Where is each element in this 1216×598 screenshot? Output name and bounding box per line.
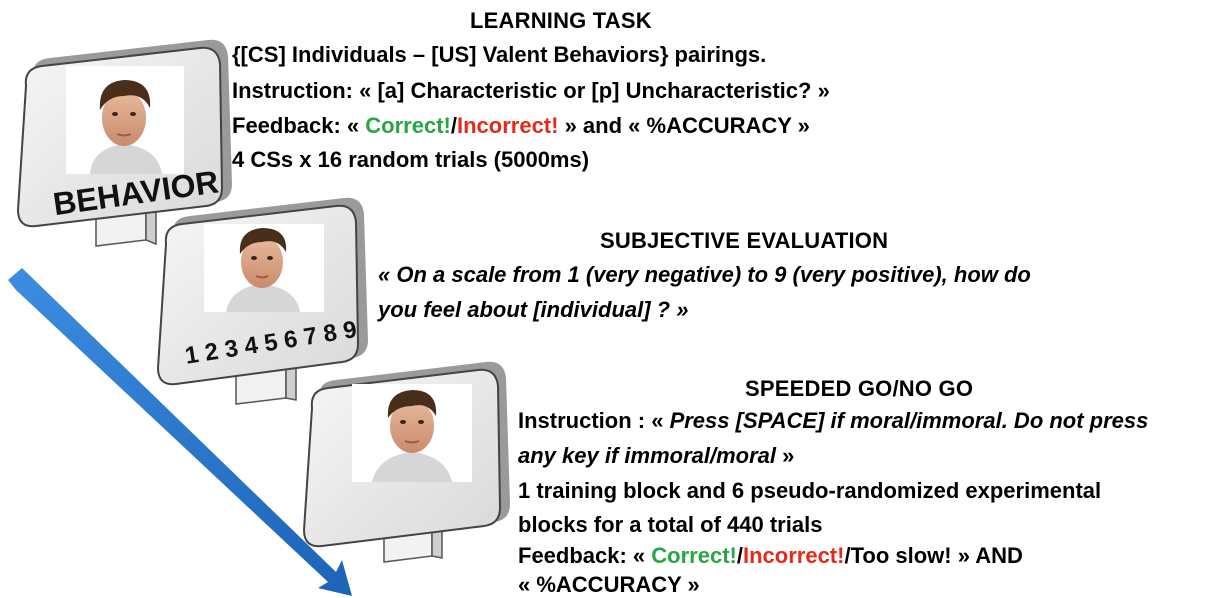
gonogo-feedback-slash1: / <box>736 543 743 568</box>
gonogo-feedback-incorrect: Incorrect! <box>742 543 845 568</box>
face-photo-2 <box>204 224 324 312</box>
gonogo-instruction-text2: any key if immoral/moral <box>518 443 776 468</box>
gonogo-instruction-text: Press [SPACE] if moral/immoral. Do not p… <box>669 408 1149 433</box>
gonogo-feedback-tooslow: Too slow! <box>850 543 952 568</box>
feedback-correct: Correct! <box>365 113 451 138</box>
gonogo-blocks-line2: blocks for a total of 440 trials <box>518 512 823 537</box>
learning-line-instruction: Instruction: « [a] Characteristic or [p]… <box>232 78 830 103</box>
gonogo-feedback-line: Feedback: « Correct!/Incorrect!/Too slow… <box>518 543 1023 569</box>
gonogo-accuracy-line: « %ACCURACY » <box>518 572 700 597</box>
feedback-incorrect: Incorrect! <box>456 113 559 138</box>
gonogo-instruction-line1: Instruction : « Press [SPACE] if moral/i… <box>518 408 1148 434</box>
subjective-question-line2: you feel about [individual] ? » <box>378 297 689 322</box>
face-photo-1 <box>66 66 184 174</box>
learning-line-feedback: Feedback: « Correct!/Incorrect! » and « … <box>232 113 810 139</box>
learning-line-pairings: {[CS] Individuals – [US] Valent Behavior… <box>232 42 767 67</box>
gonogo-instruction-close: » <box>776 443 795 468</box>
feedback-slash: / <box>450 113 457 138</box>
gonogo-instruction-prefix: Instruction : « <box>518 408 670 433</box>
gonogo-feedback-suffix: » AND <box>951 543 1023 568</box>
gonogo-blocks-line1: 1 training block and 6 pseudo-randomized… <box>518 478 1102 503</box>
learning-task-title: LEARNING TASK <box>470 8 652 33</box>
learning-line-trials: 4 CSs x 16 random trials (5000ms) <box>232 147 590 172</box>
feedback-suffix: » and « %ACCURACY » <box>558 113 810 138</box>
gonogo-feedback-prefix: Feedback: « <box>518 543 652 568</box>
gonogo-title: SPEEDED GO/NO GO <box>745 376 974 401</box>
gonogo-instruction-line2: any key if immoral/moral » <box>518 443 794 469</box>
gonogo-feedback-slash2: / <box>844 543 851 568</box>
face-photo-3 <box>352 384 472 482</box>
timeline-arrow <box>8 268 352 596</box>
subjective-evaluation-title: SUBJECTIVE EVALUATION <box>600 228 889 253</box>
subjective-question-line1: « On a scale from 1 (very negative) to 9… <box>378 262 1031 287</box>
feedback-prefix: Feedback: « <box>232 113 366 138</box>
gonogo-feedback-correct: Correct! <box>651 543 737 568</box>
